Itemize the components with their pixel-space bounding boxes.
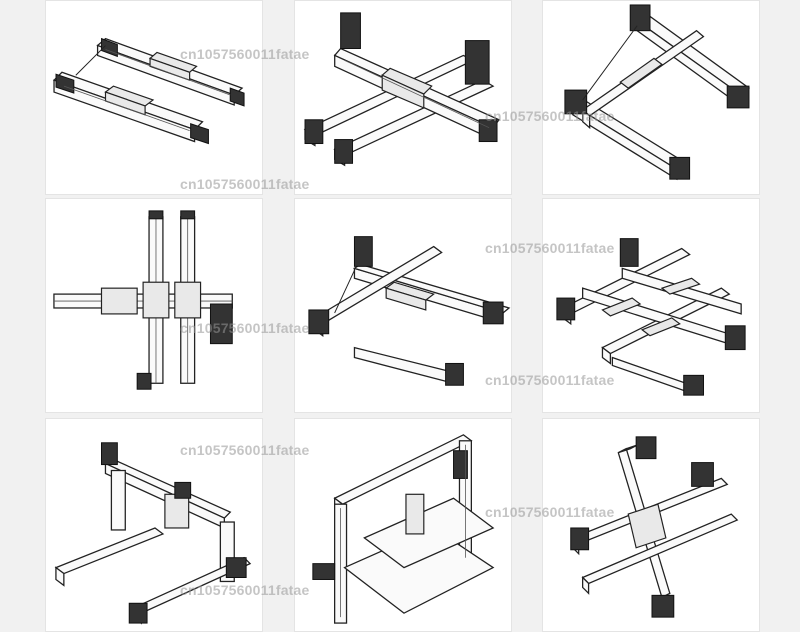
- frame-machine-drawing: [312, 434, 495, 624]
- tile-xy-cross-module[interactable]: [294, 198, 512, 413]
- tile-xyz-cross-module[interactable]: [542, 418, 760, 632]
- top-view-drawing: [53, 210, 233, 390]
- tile-multi-carriage-gantry[interactable]: [542, 198, 760, 413]
- tile-profile-frame-machine[interactable]: [294, 418, 512, 632]
- tile-portal-gantry[interactable]: [45, 418, 263, 632]
- xy-cross-drawing: [308, 236, 511, 386]
- tile-cross-gantry[interactable]: [294, 0, 512, 195]
- tile-top-view-gantry[interactable]: [45, 198, 263, 413]
- tile-xy-gantry[interactable]: [542, 0, 760, 195]
- portal-gantry-drawing: [54, 442, 252, 625]
- xy-gantry-drawing: [564, 4, 751, 181]
- tile-dual-parallel-rails[interactable]: [45, 0, 263, 195]
- dual-rail-drawing: [52, 37, 245, 145]
- cross-gantry-drawing: [303, 12, 501, 167]
- xyz-cross-drawing: [570, 436, 739, 618]
- multi-carriage-drawing: [556, 238, 746, 396]
